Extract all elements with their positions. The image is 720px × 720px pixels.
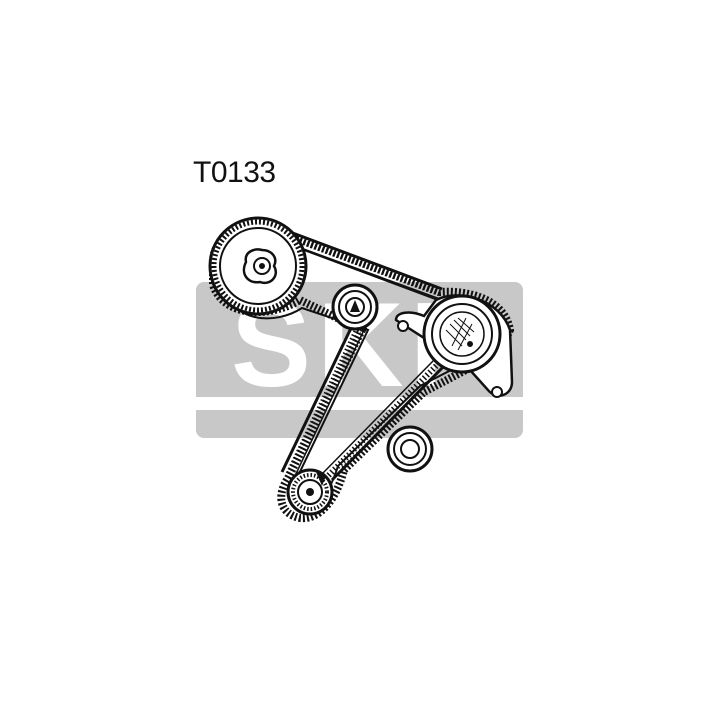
camshaft-pulley	[208, 216, 308, 316]
idler-pulley-lower	[386, 425, 434, 473]
tensioner-pulley	[394, 294, 514, 398]
idler-pulley-upper	[331, 283, 379, 331]
part-code-label: T0133	[193, 156, 276, 189]
crankshaft-pulley	[286, 468, 334, 516]
